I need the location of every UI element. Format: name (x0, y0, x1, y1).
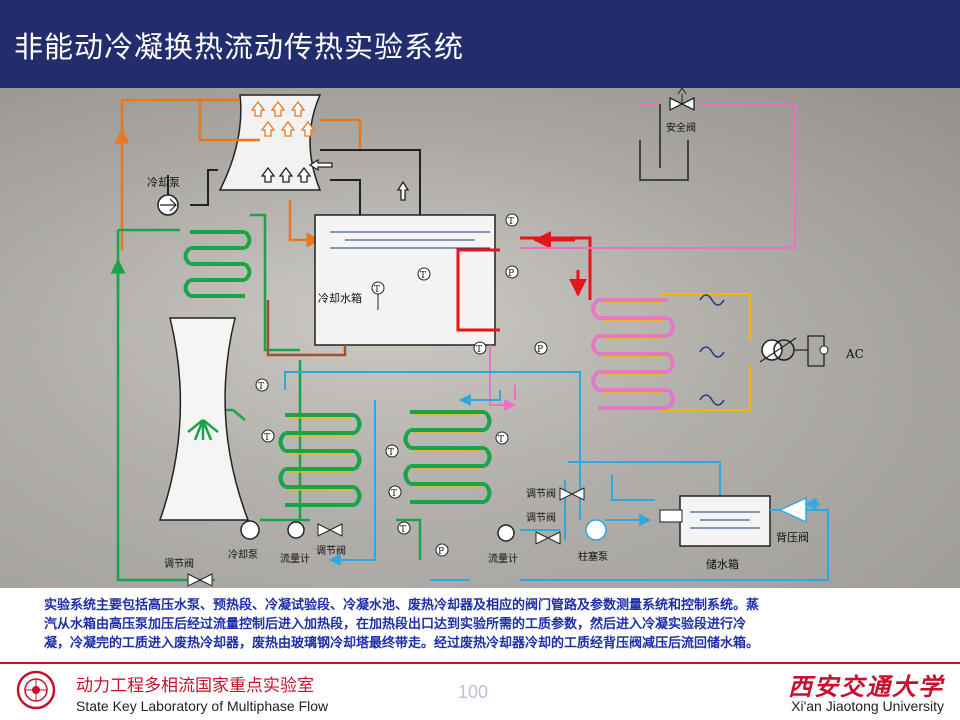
bottom-components: 冷却泵 流量计 调节阀 流量计 调节阀 (164, 520, 518, 587)
description-text: 实验系统主要包括高压水泵、预热段、冷凝试验段、冷凝水池、废热冷却器及相应的阀门管… (44, 596, 924, 653)
title-bar: 非能动冷凝换热流动传热实验系统 (0, 0, 960, 88)
temp-sensor: T (417, 267, 431, 281)
temp-sensor: T (505, 213, 519, 227)
footer-divider (0, 662, 960, 664)
slide-title: 非能动冷凝换热流动传热实验系统 (14, 30, 465, 64)
safety-valve: 安全阀 (639, 88, 696, 181)
svg-text:T: T (374, 285, 380, 295)
svg-text:T: T (508, 217, 514, 227)
storage-tank: 储水箱 (659, 495, 771, 571)
pressure-sensor: P (534, 341, 548, 355)
label-plunger-pump: 柱塞泵 (578, 550, 608, 563)
orange-loop (114, 98, 362, 250)
lab-name-en: State Key Laboratory of Multiphase Flow (76, 698, 329, 714)
svg-text:P: P (537, 345, 543, 355)
temp-sensor: T (473, 341, 487, 355)
cooling-water-tank: 冷却水箱 (314, 214, 496, 346)
pressure-sensor: P (505, 265, 519, 279)
label-storage-tank: 储水箱 (706, 557, 739, 571)
svg-text:T: T (498, 435, 504, 445)
page-number: 100 (458, 682, 489, 702)
svg-text:T: T (388, 448, 394, 458)
reg-valves-right: 调节阀 调节阀 (526, 487, 585, 545)
description-line: 凝，冷凝完的工质进入废热冷却器，废热由玻璃钢冷却塔最终带走。经过废热冷却器冷却的… (44, 636, 760, 651)
label-flowmeter-2: 流量计 (488, 552, 518, 565)
temp-sensor: T (397, 521, 411, 535)
label-cooling-water-tank: 冷却水箱 (318, 291, 362, 305)
label-back-pressure-valve: 背压阀 (776, 530, 809, 544)
university-name-cn: 西安交通大学 (788, 672, 944, 701)
heater-and-ac: AC (699, 294, 864, 406)
temp-sensor: T (255, 378, 269, 392)
label-reg-valve-bottom-mid: 调节阀 (316, 544, 346, 557)
pressure-sensor: P (435, 543, 449, 557)
svg-text:P: P (438, 547, 444, 557)
label-reg-valve-right-2: 调节阀 (526, 511, 556, 524)
instrument-taps: T P T T T P T T T T T T P (255, 213, 548, 557)
label-safety-valve: 安全阀 (666, 121, 696, 134)
green-loop (110, 213, 422, 582)
temp-sensor: T (385, 444, 399, 458)
temp-sensor: T (371, 281, 385, 295)
description-line: 汽从水箱由高压泵加压后经过流量控制后进入加热段，在加热段出口达到实验所需的工质参… (44, 617, 747, 632)
svg-text:P: P (508, 269, 514, 279)
blue-loop (284, 371, 829, 581)
description-line: 实验系统主要包括高压水泵、预热段、冷凝试验段、冷凝水池、废热冷却器及相应的阀门管… (44, 598, 760, 613)
back-pressure-valve: 背压阀 (770, 496, 809, 544)
lab-logo-icon (16, 670, 56, 710)
svg-text:T: T (476, 345, 482, 355)
label-ac: AC (845, 347, 864, 361)
preheat-coils (591, 298, 675, 410)
lab-name-cn: 动力工程多相流国家重点实验室 (76, 676, 314, 696)
label-cooling-pump-bottom: 冷却泵 (228, 548, 258, 561)
heating-section (456, 231, 592, 332)
svg-text:T: T (258, 382, 264, 392)
cooling-tower-top (218, 94, 410, 201)
experiment-system-diagram: 冷却泵 冷却水箱 安全阀 (110, 88, 864, 587)
svg-text:T: T (264, 433, 270, 443)
university-name-en: Xi'an Jiaotong University (791, 698, 944, 714)
svg-text:T: T (400, 525, 406, 535)
svg-text:T: T (420, 271, 426, 281)
cooling-tower-left (158, 317, 250, 521)
plunger-pump: 柱塞泵 (578, 519, 608, 563)
pink-loop (489, 103, 796, 411)
label-reg-valve-right-1: 调节阀 (526, 487, 556, 500)
label-flowmeter-1: 流量计 (280, 552, 310, 565)
label-cooling-pump-top: 冷却泵 (147, 176, 180, 189)
svg-text:T: T (391, 489, 397, 499)
label-reg-valve-bottom-left: 调节阀 (164, 557, 194, 570)
cooling-pump-top: 冷却泵 (147, 176, 180, 216)
temp-sensor: T (261, 429, 275, 443)
yellow-loop (660, 293, 751, 411)
brown-pipe (266, 300, 347, 357)
temp-sensor: T (495, 431, 509, 445)
green-coils (183, 230, 492, 507)
temp-sensor: T (388, 485, 402, 499)
